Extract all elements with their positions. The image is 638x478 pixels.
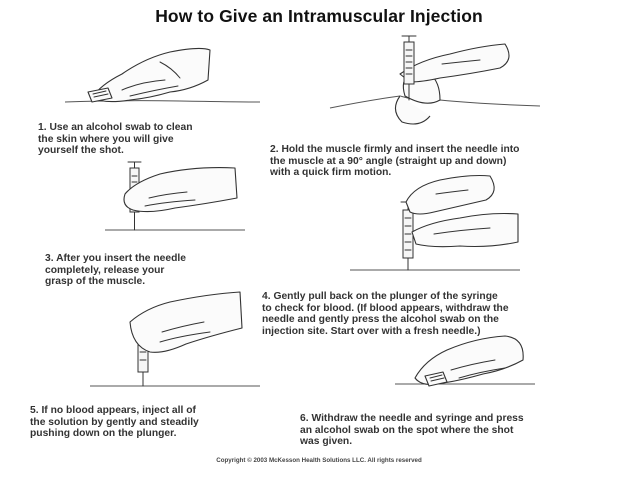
step-3-text: 3. After you insert the needle completel…: [45, 253, 186, 288]
syringe-inserted-illustration: [105, 161, 245, 231]
hand-swab-illustration: [64, 47, 261, 103]
step-6-text: 6. Withdraw the needle and syringe and p…: [300, 413, 524, 448]
step-2-text: 2. Hold the muscle firmly and insert the…: [270, 144, 520, 179]
step-1-text: 1. Use an alcohol swab to clean the skin…: [38, 122, 193, 157]
page-title: How to Give an Intramuscular Injection: [155, 6, 483, 26]
swab-press-illustration: [395, 335, 535, 387]
step-4-text: 4. Gently pull back on the plunger of th…: [262, 291, 509, 337]
syringe-inject-illustration: [90, 291, 260, 387]
copyright-notice: Copyright © 2003 McKesson Health Solutio…: [216, 457, 422, 464]
hand-syringe-pinch-illustration: [329, 35, 541, 125]
plunger-pullback-illustration: [350, 174, 520, 271]
step-5-text: 5. If no blood appears, inject all of th…: [30, 405, 199, 440]
